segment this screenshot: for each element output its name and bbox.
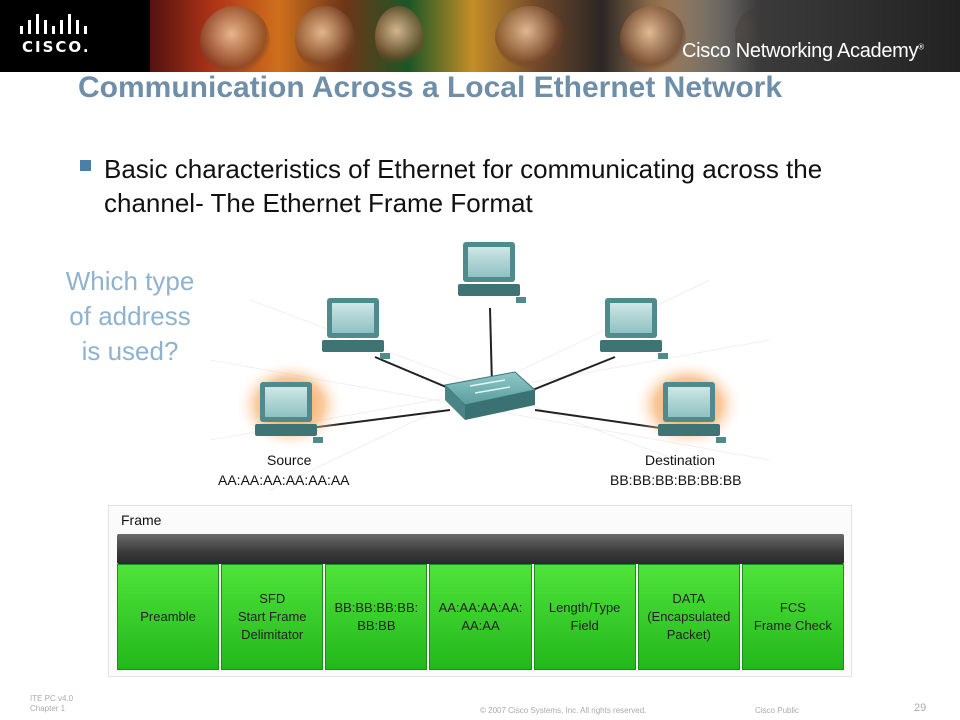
frame-field-sfd: SFD Start Frame Delimitator bbox=[221, 564, 324, 670]
cisco-bars-icon bbox=[20, 14, 87, 34]
banner-face-3 bbox=[375, 6, 423, 68]
computer-top-icon bbox=[458, 242, 526, 303]
destination-address: BB:BB:BB:BB:BB:BB bbox=[610, 472, 742, 488]
cisco-logo: CISCO. bbox=[18, 14, 138, 62]
frame-fields: Preamble SFD Start Frame Delimitator BB:… bbox=[117, 564, 844, 670]
banner-face-1 bbox=[200, 6, 270, 72]
computer-right-icon bbox=[600, 298, 668, 359]
cisco-wordmark: CISCO. bbox=[22, 38, 91, 56]
source-label: Source bbox=[267, 452, 312, 468]
footer-chapter: Chapter 1 bbox=[30, 704, 66, 713]
academy-trademark: ® bbox=[918, 42, 924, 52]
academy-title: Cisco Networking Academy® bbox=[682, 40, 924, 63]
destination-label: Destination bbox=[645, 452, 716, 468]
switch-icon bbox=[443, 371, 537, 420]
frame-label: Frame bbox=[121, 512, 162, 528]
banner-face-4 bbox=[495, 6, 565, 68]
footer-course: ITE PC v4.0 bbox=[30, 694, 74, 703]
frame-field-source-address: AA:AA:AA:AA: AA:AA bbox=[429, 564, 532, 670]
page-number: 29 bbox=[914, 702, 927, 714]
frame-field-destination-address: BB:BB:BB:BB: BB:BB bbox=[325, 564, 428, 670]
slide-title: Communication Across a Local Ethernet Ne… bbox=[78, 71, 783, 104]
academy-label: Cisco Networking Academy bbox=[682, 40, 919, 62]
frame-field-fcs: FCS Frame Check bbox=[741, 564, 844, 670]
network-diagram: Source AA:AA:AA:AA:AA:AA Destination BB:… bbox=[209, 240, 771, 495]
header-banner: CISCO. Cisco Networking Academy® bbox=[0, 0, 960, 72]
frame-diagram: Frame Preamble SFD Start Frame Delimitat… bbox=[108, 505, 852, 677]
footer-classification: Cisco Public bbox=[755, 706, 800, 715]
computer-destination-icon bbox=[658, 382, 726, 443]
bullet-square-icon bbox=[80, 160, 91, 171]
frame-field-length-type: Length/Type Field bbox=[533, 564, 636, 670]
computer-left-icon bbox=[322, 298, 390, 359]
footer-copyright: © 2007 Cisco Systems, Inc. All rights re… bbox=[480, 706, 647, 715]
banner-fade bbox=[650, 0, 960, 72]
frame-field-data: DATA (Encapsulated Packet) bbox=[637, 564, 740, 670]
computer-source-icon bbox=[255, 382, 323, 443]
question-text: Which type of address is used? bbox=[65, 266, 195, 366]
footer-course-info: ITE PC v4.0 Chapter 1 bbox=[30, 694, 73, 714]
frame-header-bar bbox=[117, 534, 844, 564]
banner-face-2 bbox=[295, 6, 355, 72]
source-address: AA:AA:AA:AA:AA:AA bbox=[218, 472, 350, 488]
bullet-text: Basic characteristics of Ethernet for co… bbox=[104, 154, 823, 218]
network-diagram-graphic bbox=[209, 242, 771, 491]
frame-field-preamble: Preamble bbox=[117, 564, 220, 670]
